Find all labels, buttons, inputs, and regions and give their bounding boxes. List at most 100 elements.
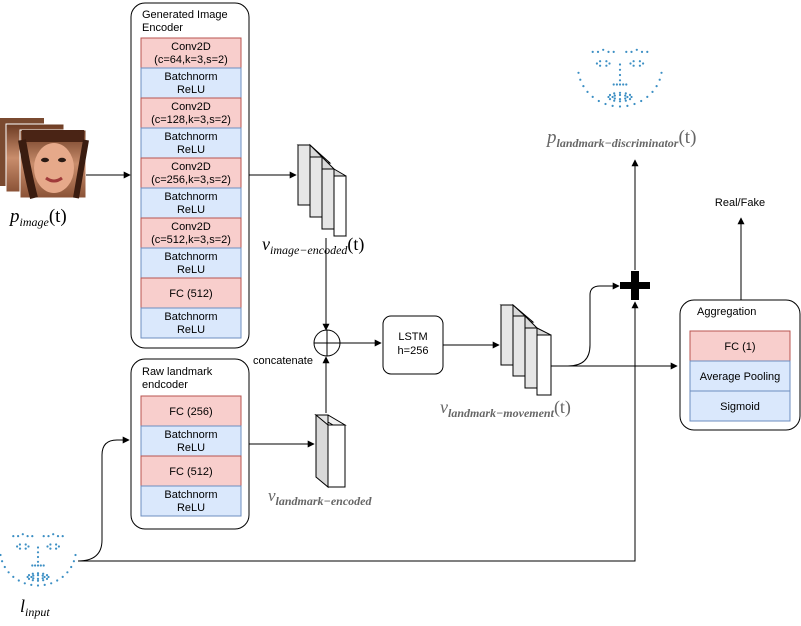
face-input-dot-32 <box>49 547 52 550</box>
face-top-dot-46 <box>622 83 625 86</box>
face-top-dot-61 <box>624 97 627 100</box>
face-top-dot-15 <box>658 78 661 81</box>
image-encoder-title-2: Encoder <box>142 22 183 34</box>
face-top-dot-44 <box>615 83 619 86</box>
face-input-dot-19 <box>17 535 20 538</box>
face-input-dot-0 <box>0 553 2 557</box>
face-top-dot-32 <box>632 64 635 67</box>
face-top-dot-24 <box>640 50 644 54</box>
face-input-dot-22 <box>52 533 55 536</box>
face-top-dot-13 <box>651 90 654 93</box>
face-top-dot-43 <box>612 83 615 86</box>
face-input-dot-4 <box>12 575 15 579</box>
face-top-dot-25 <box>612 50 615 54</box>
face-top-dot-62 <box>618 98 622 101</box>
face-input-dot-13 <box>66 571 69 574</box>
face-input-dot-41 <box>36 555 40 559</box>
image-encoder-layer-4-line2: (c=256,k=3,s=2) <box>151 174 231 186</box>
face-input-dot-3 <box>7 571 10 574</box>
landmark-encoder-layer-1 <box>140 425 242 457</box>
image-encoder-layer-1 <box>140 67 242 99</box>
face-input-dot-33 <box>16 545 19 548</box>
image-encoder-layer-5 <box>140 187 242 219</box>
face-top-dot-2 <box>582 85 585 88</box>
face-top-dot-37 <box>605 60 608 63</box>
v-image-encoded-label: vimage−encoded(t) <box>262 234 364 257</box>
face-top-dot-53 <box>608 98 612 101</box>
face-input-dot-11 <box>56 579 59 582</box>
face-input-dot-31 <box>18 547 22 550</box>
landmark-encoded-feature-block <box>314 413 347 489</box>
face-input-dot-20 <box>47 535 50 538</box>
face-input-dot-26 <box>61 535 64 538</box>
face-input-dot-1 <box>0 560 4 563</box>
face-top-dot-40 <box>618 68 622 71</box>
image-encoder-layer-9-line2: ReLU <box>177 324 205 336</box>
face-top-dot-67 <box>624 94 627 97</box>
face-input-dot-8 <box>36 584 40 587</box>
image-encoder-layer-2 <box>140 97 242 129</box>
face-top-dot-49 <box>628 98 632 101</box>
face-top-dot-39 <box>618 63 622 66</box>
landmark-encoder-layer-2-label: FC (512) <box>169 466 212 478</box>
face-input-dot-16 <box>74 553 77 557</box>
face-input-dot-28 <box>57 545 61 548</box>
face-top-dot-51 <box>618 100 622 103</box>
image-encoder-layer-4 <box>140 157 242 189</box>
face-input-dot-47 <box>42 564 45 567</box>
face-input-dot-44 <box>34 564 37 567</box>
face-top-dot-34 <box>629 62 632 65</box>
landmark-encoder-layer-0 <box>140 395 242 427</box>
input-to-landmark-encoder-arrow <box>77 436 130 562</box>
aggregation-layer-2 <box>689 390 791 422</box>
face-top-dot-1 <box>579 78 582 81</box>
face-input-dot-29 <box>24 547 27 550</box>
face-input-dot-66 <box>36 574 40 577</box>
face-input-dot-49 <box>45 577 49 581</box>
face-input-dot-36 <box>49 543 52 546</box>
face-input-dot-10 <box>50 582 53 585</box>
face-top-dot-7 <box>611 104 614 107</box>
aggregation-layer-2-label: Sigmoid <box>720 401 760 413</box>
landmark-encoder-title-2: endcoder <box>142 379 188 391</box>
face-input-dot-54 <box>26 575 29 579</box>
face-input-dot-48 <box>47 575 50 579</box>
face-input-dot-12 <box>61 575 64 579</box>
aggregation-layer-1 <box>689 360 791 392</box>
image-encoder-layer-8 <box>140 277 242 309</box>
face-input-dot-43 <box>31 564 34 567</box>
face-top-dot-14 <box>655 85 658 88</box>
face-top-dot-56 <box>613 92 616 95</box>
v-landmark-encoded-label: vlandmark−encoded <box>268 486 372 508</box>
face-top-dot-35 <box>599 60 602 63</box>
face-input-dot-63 <box>32 577 35 580</box>
face-input-dot-53 <box>27 577 31 581</box>
landmark-encoder-layer-3-line1: Batchnorm <box>164 489 217 501</box>
face-top-dot-33 <box>595 62 599 65</box>
face-input-dot-25 <box>31 535 34 538</box>
image-encoder-layer-2-line1: Conv2D <box>171 101 211 113</box>
face-input-dot-56 <box>31 572 34 575</box>
face-top-dot-52 <box>613 99 616 102</box>
l-input-label: linput <box>20 596 50 619</box>
image-encoder-layer-1-line2: ReLU <box>177 84 205 96</box>
aggregation-title: Aggregation <box>697 306 756 318</box>
face-input-dot-5 <box>17 579 20 582</box>
image-encoder-layer-7 <box>140 247 242 279</box>
landmark-encoder-layer-1-line2: ReLU <box>177 442 205 454</box>
aggregation-layer-0 <box>689 330 791 362</box>
aggregation-layer-1-label: Average Pooling <box>700 371 781 383</box>
face-top-dot-58 <box>624 92 627 95</box>
image-encoder-title-1: Generated Image <box>142 9 228 21</box>
face-top-dot-0 <box>577 71 580 74</box>
face-top-dot-3 <box>586 90 589 93</box>
face-top-dot-30 <box>638 64 642 67</box>
v-landmark-movement-label: vlandmark−movement(t) <box>440 397 571 420</box>
face-input-dot-42 <box>36 560 40 563</box>
face-top-dot-47 <box>625 83 628 86</box>
face-top-dot-45 <box>618 83 622 86</box>
face-top-dot-29 <box>605 64 608 67</box>
face-input-dot-38 <box>55 543 58 546</box>
image-encoder-layer-0-line2: (c=64,k=3,s=2) <box>154 54 228 66</box>
face-input-dot-23 <box>26 535 29 538</box>
